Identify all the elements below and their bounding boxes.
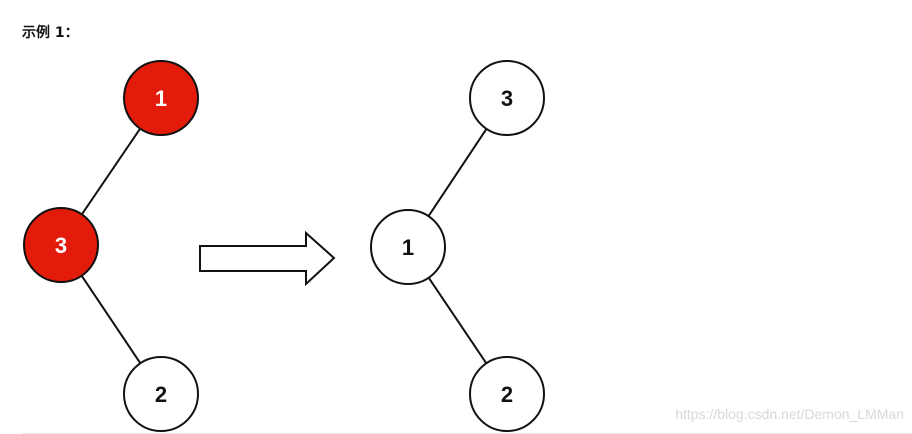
example-heading: 示例 1： <box>22 25 79 41</box>
watermark: https://blog.csdn.net/Demon_LMMan <box>675 406 904 422</box>
edges-layer <box>80 128 488 364</box>
nodes-layer: 1 3 2 3 1 2 <box>23 60 545 432</box>
after-node-label: 3 <box>501 86 513 111</box>
before-node-label: 3 <box>55 233 67 258</box>
before-node-label: 1 <box>155 86 167 111</box>
after-node-2: 2 <box>469 356 545 432</box>
before-edge-b3-b2 <box>80 275 142 364</box>
before-node-circle <box>123 356 199 432</box>
before-node-circle <box>123 60 199 136</box>
before-edge-b1-b3 <box>80 128 142 215</box>
before-node-circle <box>23 207 99 283</box>
after-node-1: 1 <box>370 209 446 285</box>
after-node-circle <box>370 209 446 285</box>
after-edge-a3-a1 <box>427 128 488 217</box>
after-node-label: 1 <box>402 235 414 260</box>
after-node-circle <box>469 60 545 136</box>
before-node-label: 2 <box>155 382 167 407</box>
after-node-3: 3 <box>469 60 545 136</box>
before-node-2: 2 <box>123 356 199 432</box>
after-node-circle <box>469 356 545 432</box>
right-arrow-icon <box>199 230 336 287</box>
before-node-1: 1 <box>123 60 199 136</box>
after-edge-a1-a2 <box>427 277 488 364</box>
after-node-label: 2 <box>501 382 513 407</box>
before-node-3: 3 <box>23 207 99 283</box>
